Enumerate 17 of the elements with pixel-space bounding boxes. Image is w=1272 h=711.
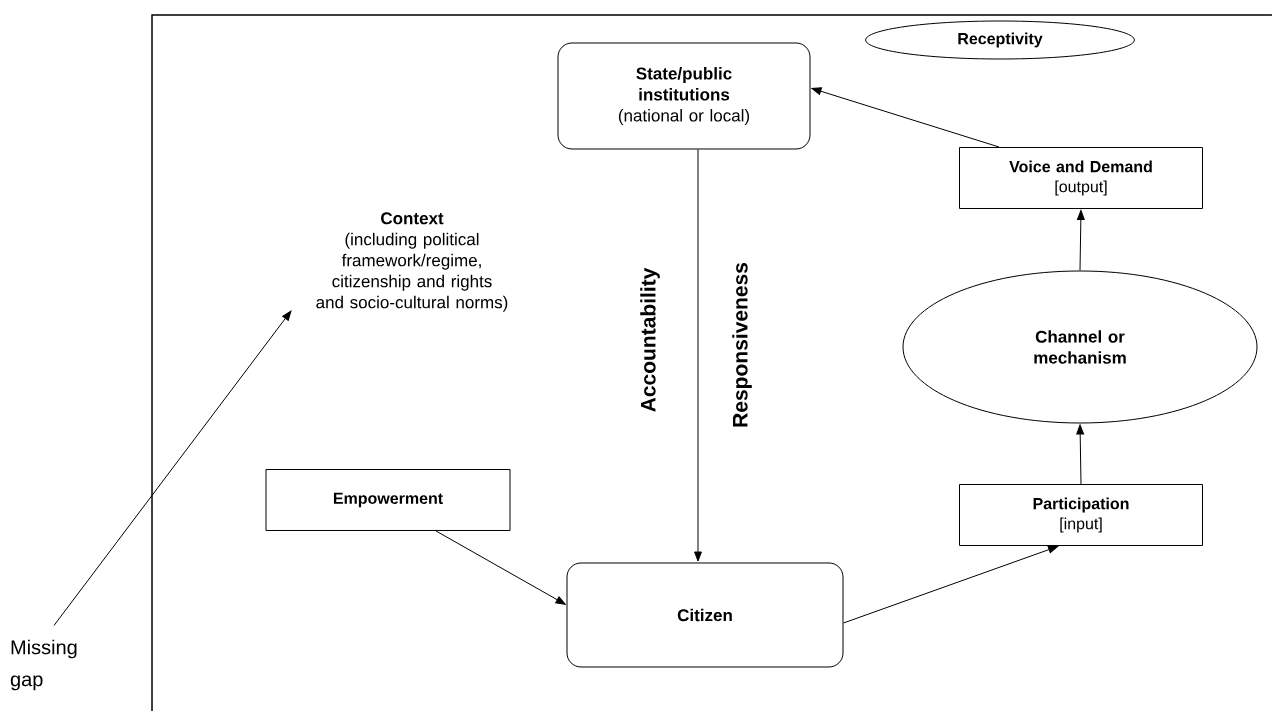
- arrow: [811, 87, 1000, 148]
- arrow: [1076, 424, 1085, 485]
- note-text: Missing gap: [10, 639, 77, 691]
- arrow: [1076, 209, 1085, 271]
- rounded-box: Citizen: [566, 562, 844, 668]
- process-box: Empowerment: [265, 469, 511, 531]
- oval-label: Receptivity: [865, 20, 1135, 60]
- process-box: Participation [input]: [959, 484, 1203, 546]
- arrow: [694, 149, 702, 562]
- arrow: [843, 545, 1059, 624]
- arrow: [435, 530, 566, 605]
- arrow: [53, 310, 292, 626]
- rotated-label: Accountability: [640, 267, 660, 412]
- context-text: Context (including political framework/regime, citizenship and rights and socio-cultural norms): [316, 212, 508, 312]
- rotated-label: Responsiveness: [732, 263, 752, 427]
- process-box: Voice and Demand [output]: [959, 147, 1203, 209]
- rounded-box: State/public institutions (national or local): [557, 42, 811, 150]
